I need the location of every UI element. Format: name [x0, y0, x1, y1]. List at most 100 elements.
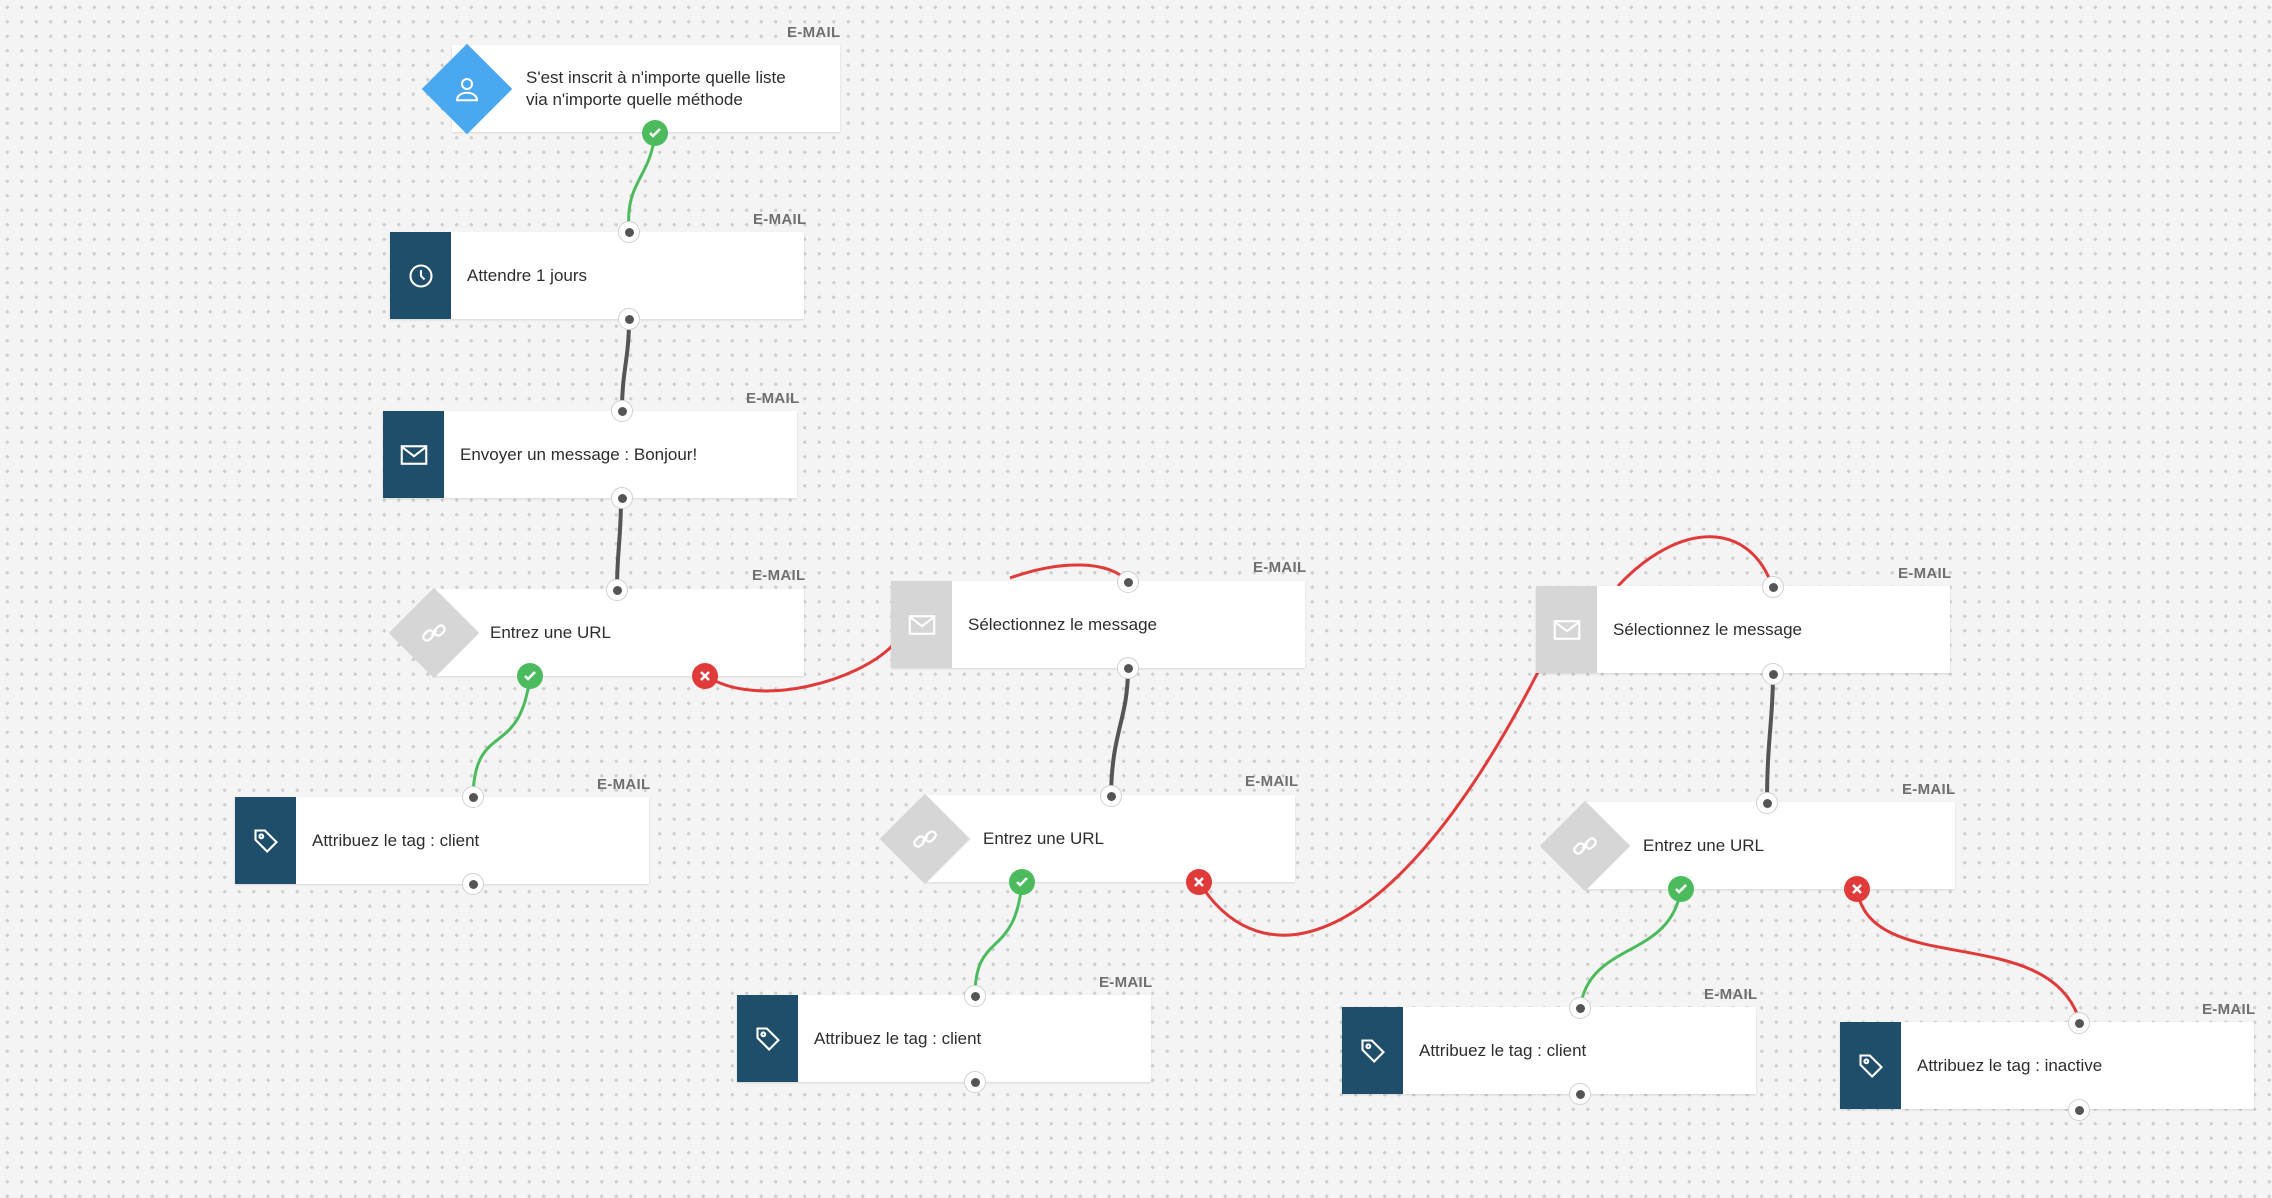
tag-node-4-output-port[interactable]	[2068, 1099, 2090, 1121]
tag-node-4-input-port[interactable]	[2068, 1012, 2090, 1034]
tag-node-1-input-port[interactable]	[462, 786, 484, 808]
wait-label: Attendre 1 jours	[467, 265, 588, 285]
tag-node-1[interactable]: Attribuez le tag : client	[235, 797, 649, 884]
trigger-node-label: S'est inscrit à n'importe quelle liste v…	[526, 45, 830, 132]
clock-icon	[408, 263, 433, 288]
email-badge: E-MAIL	[787, 24, 841, 41]
select-stripe-1	[891, 581, 952, 668]
send-label: Envoyer un message : Bonjour!	[460, 444, 698, 464]
envelope-icon	[908, 614, 935, 635]
wait-stripe	[390, 232, 451, 319]
tag-node-3-input-port[interactable]	[1569, 997, 1591, 1019]
select-stripe-2	[1536, 586, 1597, 673]
success-check-icon[interactable]	[642, 120, 668, 146]
url-node-3-diamond	[1539, 800, 1631, 892]
tag-stripe-2	[737, 995, 798, 1082]
tag-node-2-output-port[interactable]	[964, 1071, 986, 1093]
url-node-1-diamond	[388, 587, 480, 679]
tag-label-1: Attribuez le tag : client	[312, 830, 480, 850]
tag-node-1-output-port[interactable]	[462, 873, 484, 895]
connector-select2-loop	[1616, 535, 1775, 589]
tag-label-4: Attribuez le tag : inactive	[1917, 1055, 2103, 1075]
connector-url2-to-select2	[1197, 671, 1540, 937]
send-input-port[interactable]	[611, 400, 633, 422]
tag-stripe-4	[1840, 1022, 1901, 1109]
connector-trigger-to-wait	[627, 132, 657, 233]
tag-label-2: Attribuez le tag : client	[814, 1028, 982, 1048]
tag-node-3-output-port[interactable]	[1569, 1083, 1591, 1105]
url-node-2-diamond	[879, 793, 971, 885]
link-icon	[913, 830, 937, 848]
select-label-2: Sélectionnez le message	[1613, 619, 1803, 639]
url-node-1[interactable]: Entrez une URL	[434, 589, 804, 676]
success-check-icon[interactable]	[1668, 876, 1694, 902]
wait-input-port[interactable]	[618, 221, 640, 243]
tag-node-4[interactable]: Attribuez le tag : inactive	[1840, 1022, 2254, 1109]
tag-icon	[755, 1026, 780, 1051]
user-icon	[455, 78, 479, 102]
connector-wait-to-send	[620, 318, 631, 411]
trigger-node[interactable]: S'est inscrit à n'importe quelle liste v…	[452, 45, 840, 132]
url-node-2[interactable]: Entrez une URL	[925, 795, 1295, 882]
email-badge: E-MAIL	[2202, 1001, 2256, 1018]
success-check-icon[interactable]	[517, 663, 543, 689]
send-output-port[interactable]	[611, 487, 633, 509]
url-node-3-input-port[interactable]	[1756, 792, 1778, 814]
link-icon	[1573, 837, 1597, 855]
select-label-1: Sélectionnez le message	[968, 614, 1158, 634]
email-badge: E-MAIL	[746, 390, 800, 407]
email-badge: E-MAIL	[1099, 974, 1153, 991]
email-badge: E-MAIL	[1253, 559, 1307, 576]
tag-label-3: Attribuez le tag : client	[1419, 1040, 1587, 1060]
email-badge: E-MAIL	[1898, 565, 1952, 582]
url-node-1-label: Entrez une URL	[490, 622, 611, 642]
select-message-node-2[interactable]: Sélectionnez le message	[1536, 586, 1950, 673]
connector-select2-to-url3	[1765, 673, 1775, 804]
trigger-line-1: S'est inscrit à n'importe quelle liste	[526, 67, 786, 87]
connector-select1-to-url2	[1109, 667, 1130, 796]
select-1-input-port[interactable]	[1117, 571, 1139, 593]
failure-x-icon[interactable]	[1186, 869, 1212, 895]
success-check-icon[interactable]	[1009, 869, 1035, 895]
url-node-1-input-port[interactable]	[606, 579, 628, 601]
select-message-node-1[interactable]: Sélectionnez le message	[891, 581, 1305, 668]
tag-node-3[interactable]: Attribuez le tag : client	[1342, 1007, 1756, 1094]
send-stripe	[383, 411, 444, 498]
select-1-output-port[interactable]	[1117, 657, 1139, 679]
tag-icon	[253, 828, 278, 853]
envelope-icon	[400, 444, 427, 465]
tag-stripe-1	[235, 797, 296, 884]
wait-node[interactable]: Attendre 1 jours	[390, 232, 804, 319]
email-badge: E-MAIL	[752, 567, 806, 584]
send-message-node[interactable]: Envoyer un message : Bonjour!	[383, 411, 797, 498]
connector-url3-to-tag4	[1855, 888, 2082, 1023]
trigger-line-2: via n'importe quelle méthode	[526, 89, 743, 109]
select-2-input-port[interactable]	[1762, 576, 1784, 598]
link-icon	[422, 624, 446, 642]
envelope-icon	[1553, 619, 1580, 640]
connector-url1-to-tag1	[471, 675, 532, 797]
select-2-output-port[interactable]	[1762, 663, 1784, 685]
trigger-icon-diamond	[421, 43, 513, 135]
url-node-3[interactable]: Entrez une URL	[1585, 802, 1955, 889]
connector-send-to-url1	[615, 497, 623, 591]
connector-url2-to-tag2	[973, 881, 1024, 997]
url-node-2-input-port[interactable]	[1100, 785, 1122, 807]
wait-output-port[interactable]	[618, 308, 640, 330]
tag-icon	[1858, 1053, 1883, 1078]
email-badge: E-MAIL	[1704, 986, 1758, 1003]
connector-url3-to-tag3	[1578, 888, 1683, 1009]
tag-icon	[1360, 1038, 1385, 1063]
tag-node-2-input-port[interactable]	[964, 985, 986, 1007]
email-badge: E-MAIL	[597, 776, 651, 793]
email-badge: E-MAIL	[1245, 773, 1299, 790]
failure-x-icon[interactable]	[692, 663, 718, 689]
email-badge: E-MAIL	[753, 211, 807, 228]
tag-stripe-3	[1342, 1007, 1403, 1094]
email-badge: E-MAIL	[1902, 781, 1956, 798]
url-node-2-label: Entrez une URL	[983, 828, 1104, 848]
failure-x-icon[interactable]	[1844, 876, 1870, 902]
tag-node-2[interactable]: Attribuez le tag : client	[737, 995, 1151, 1082]
url-node-3-label: Entrez une URL	[1643, 835, 1764, 855]
